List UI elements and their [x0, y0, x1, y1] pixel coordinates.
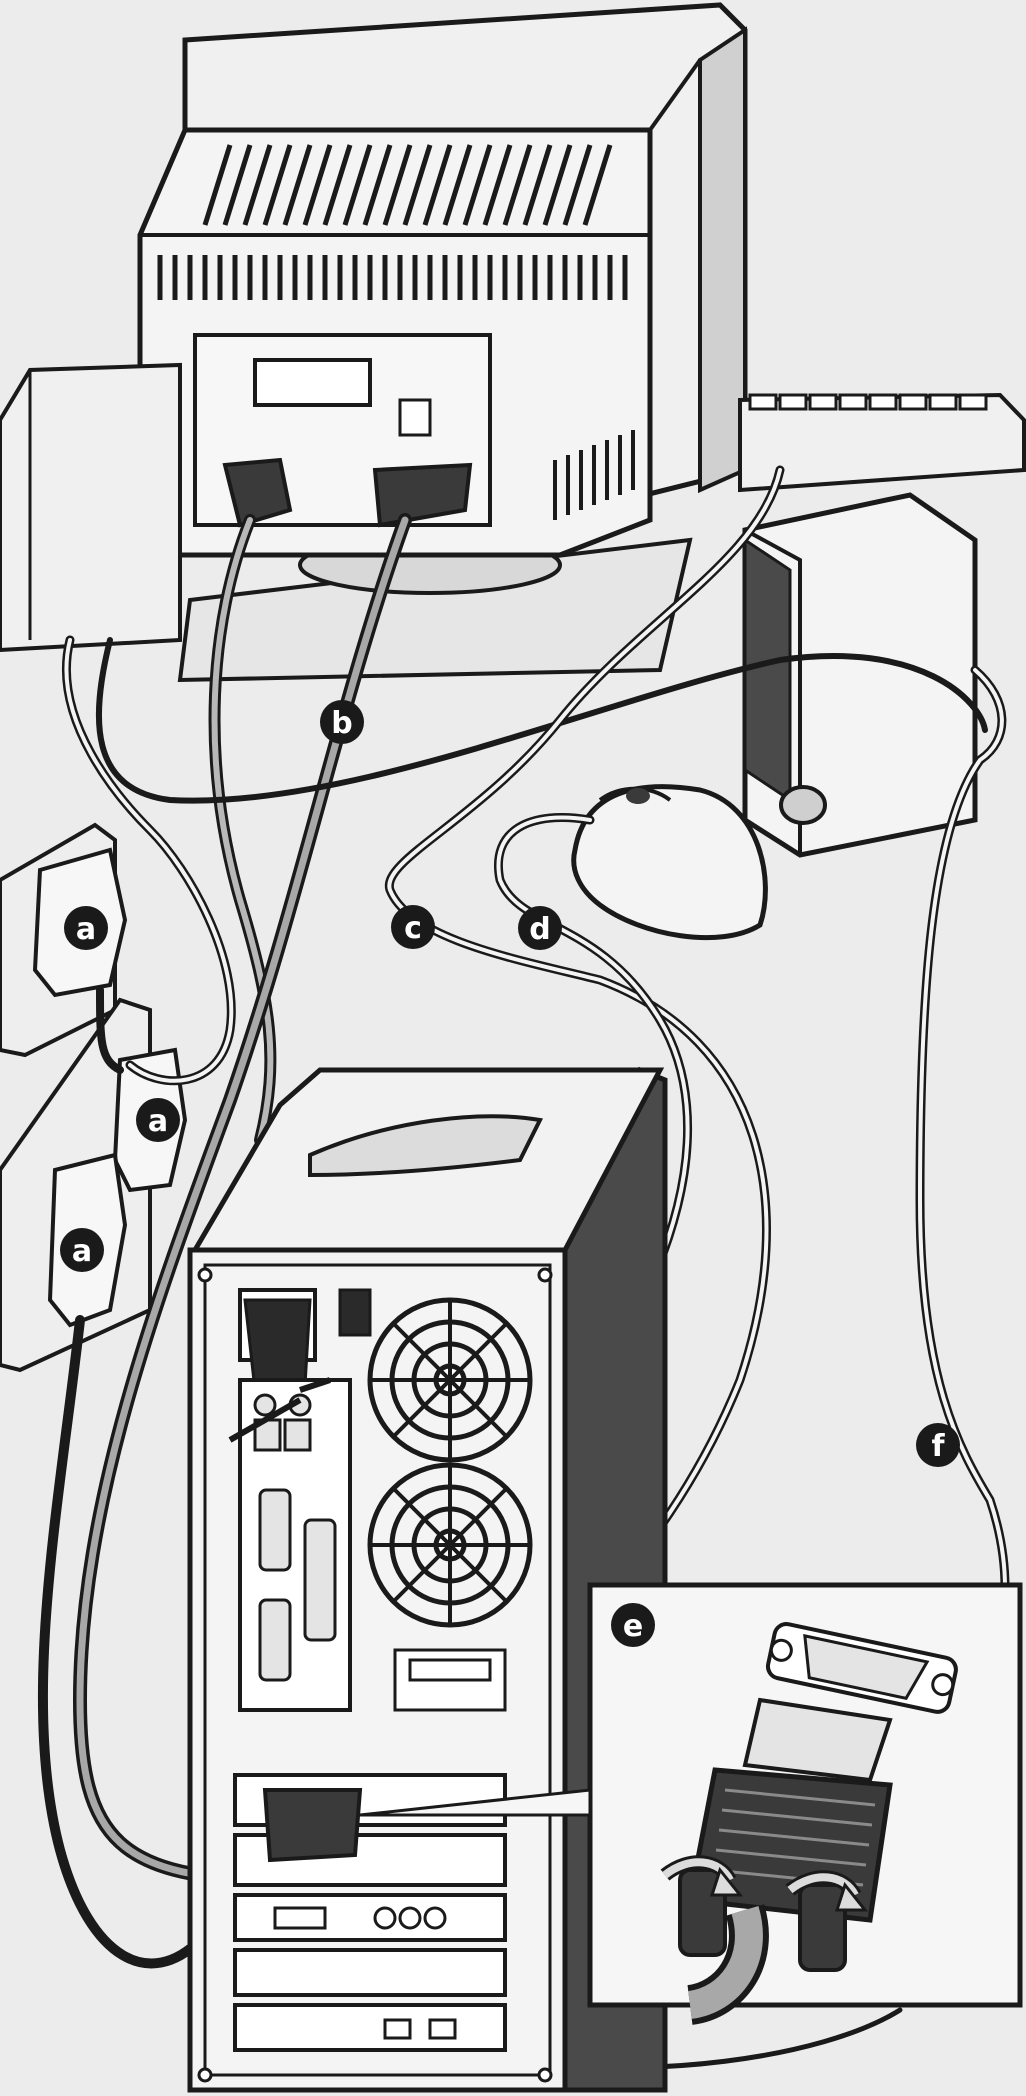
label-d-text: d [529, 912, 550, 947]
label-badge-d: d [518, 906, 562, 950]
label-a3-text: a [72, 1234, 92, 1269]
label-e-text: e [623, 1609, 643, 1644]
label-badge-a2: a [136, 1098, 180, 1142]
vga-connector-icon [359, 1582, 1023, 2025]
label-a2-text: a [148, 1104, 168, 1139]
label-badge-a1: a [64, 906, 108, 950]
label-badge-b: b [320, 700, 364, 744]
keyboard-icon [738, 392, 1026, 493]
computer-tower-icon [187, 1066, 668, 2093]
label-badge-c: c [391, 905, 435, 949]
mouse-icon [571, 784, 768, 941]
label-badge-f: f [916, 1423, 960, 1467]
label-a1-text: a [76, 912, 96, 947]
left-device-icon [0, 362, 182, 653]
speaker-icon [742, 492, 978, 858]
monitor-icon [137, 2, 748, 683]
label-c-text: c [404, 911, 422, 946]
label-badge-a3: a [60, 1228, 104, 1272]
label-badge-e: e [611, 1603, 655, 1647]
label-b-text: b [331, 706, 352, 741]
label-f-text: f [931, 1429, 945, 1464]
